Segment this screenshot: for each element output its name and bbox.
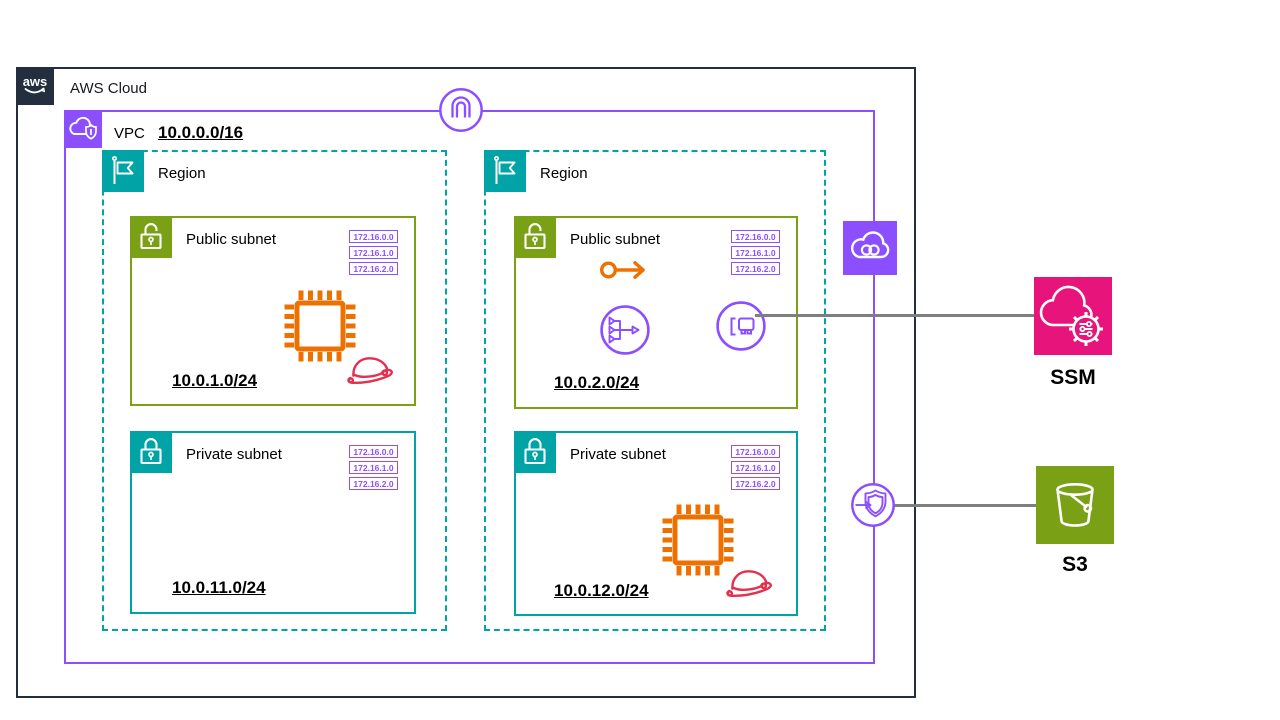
- subnet-cidr: 10.0.1.0/24: [172, 371, 258, 390]
- ip-badge: 172.16.2.0: [731, 477, 780, 490]
- internet-gateway-icon: [438, 87, 484, 133]
- ip-badge: 172.16.0.0: [731, 445, 780, 458]
- connector-endpoint-to-s3: [893, 504, 1038, 507]
- private-subnet-icon: [514, 431, 556, 473]
- public-subnet-label: Public subnet: [186, 231, 277, 248]
- elastic-network-adapter-icon: [599, 304, 651, 356]
- region-label: Region: [158, 165, 206, 182]
- red-hat-icon: [721, 562, 775, 602]
- private-subnet-group: Private subnet 172.16.0.0 172.16.1.0 172…: [130, 431, 416, 614]
- public-subnet-group: Public subnet 172.16.0.0 172.16.1.0 172.…: [514, 216, 798, 409]
- public-subnet-icon: [130, 216, 172, 258]
- public-subnet-group: Public subnet 172.16.0.0 172.16.1.0 172.…: [130, 216, 416, 406]
- red-hat-icon: [342, 349, 396, 389]
- ec2-instance-icon: [660, 502, 736, 578]
- ip-badge-list: 172.16.0.0 172.16.1.0 172.16.2.0: [731, 230, 780, 275]
- elastic-network-interface-icon: [715, 300, 767, 352]
- privatelink-icon: [843, 221, 897, 275]
- vpc-group: VPC 10.0.0.0/16 Region: [64, 110, 875, 664]
- region-label: Region: [540, 165, 588, 182]
- private-subnet-label: Private subnet: [570, 446, 666, 463]
- ssm-icon: [1034, 277, 1112, 355]
- aws-logo-text: aws: [23, 74, 48, 89]
- connector-endpoint-to-ssm: [755, 314, 1036, 317]
- s3-icon: [1036, 466, 1114, 544]
- ip-badge: 172.16.2.0: [349, 262, 398, 275]
- aws-cloud-group: aws AWS Cloud VPC 10.0.0.0/16: [16, 67, 916, 698]
- ip-badge: 172.16.1.0: [349, 461, 398, 474]
- private-subnet-icon: [130, 431, 172, 473]
- ip-badge: 172.16.0.0: [731, 230, 780, 243]
- ip-badge: 172.16.1.0: [731, 246, 780, 259]
- subnet-cidr: 10.0.11.0/24: [172, 578, 266, 597]
- vpc-cidr: 10.0.0.0/16: [158, 123, 244, 142]
- ip-badge: 172.16.0.0: [349, 230, 398, 243]
- ip-badge: 172.16.1.0: [731, 461, 780, 474]
- vpc-icon: [64, 110, 102, 148]
- s3-label: S3: [1062, 553, 1088, 576]
- ip-badge: 172.16.0.0: [349, 445, 398, 458]
- ssm-label: SSM: [1050, 366, 1096, 389]
- region-flag-icon: [102, 150, 144, 192]
- vpc-endpoints-icon: [849, 481, 897, 529]
- subnet-cidr: 10.0.12.0/24: [554, 581, 649, 600]
- ec2-instance-icon: [282, 288, 358, 364]
- private-subnet-label: Private subnet: [186, 446, 282, 463]
- region-group-1: Region Public subnet 172.16.0.0 172.16.1…: [102, 150, 447, 631]
- ip-badge-list: 172.16.0.0 172.16.1.0 172.16.2.0: [349, 445, 398, 490]
- aws-logo-icon: aws: [16, 67, 54, 105]
- region-group-2: Region Public subnet 172.16.0.0 172.16.1…: [484, 150, 826, 631]
- ip-badge: 172.16.2.0: [349, 477, 398, 490]
- ip-badge-list: 172.16.0.0 172.16.1.0 172.16.2.0: [731, 445, 780, 490]
- vpc-label: VPC: [114, 125, 145, 142]
- ip-badge: 172.16.2.0: [731, 262, 780, 275]
- subnet-cidr: 10.0.2.0/24: [554, 373, 640, 392]
- ip-badge-list: 172.16.0.0 172.16.1.0 172.16.2.0: [349, 230, 398, 275]
- private-subnet-group: Private subnet 172.16.0.0 172.16.1.0 172…: [514, 431, 798, 616]
- ip-badge: 172.16.1.0: [349, 246, 398, 259]
- region-flag-icon: [484, 150, 526, 192]
- public-subnet-label: Public subnet: [570, 231, 661, 248]
- key-pair-icon: [599, 257, 651, 283]
- aws-cloud-label: AWS Cloud: [70, 80, 147, 97]
- public-subnet-icon: [514, 216, 556, 258]
